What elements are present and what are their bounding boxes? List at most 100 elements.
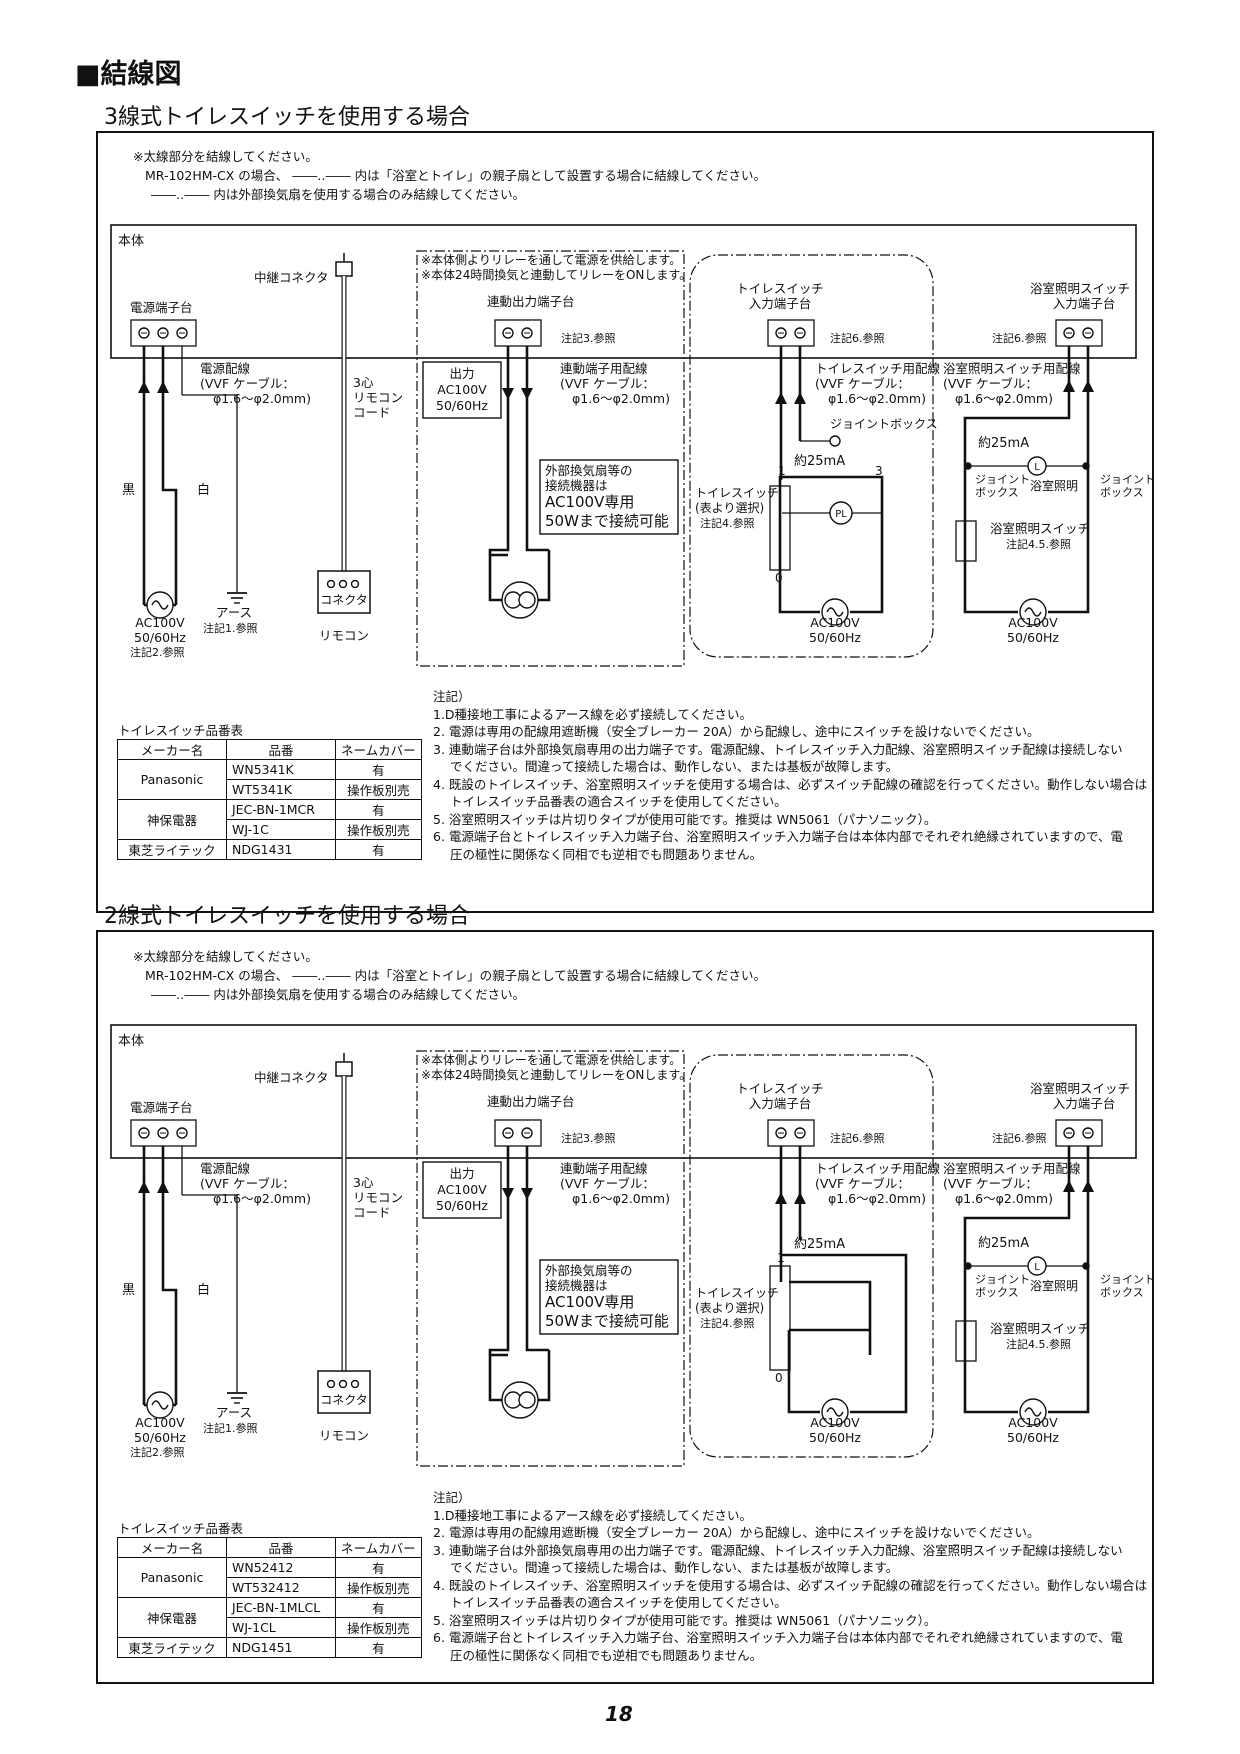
toilet-terminal-block — [767, 1119, 815, 1147]
cover-cell: 有 — [335, 1637, 422, 1658]
toilet-wire — [781, 1253, 908, 1414]
bath-wiring-label: φ1.6～φ2.0mm) — [955, 391, 1053, 406]
power-wiring-label: (VVF ケーブル： — [200, 376, 295, 391]
toilet-terminal-label: トイレスイッチ — [736, 281, 824, 296]
joint-label: ボックス — [1100, 1286, 1144, 1299]
cover-cell: 有 — [335, 839, 422, 860]
bath-switch-note: 注記4.5.参照 — [1006, 537, 1071, 551]
wire-arrow-icon — [157, 381, 169, 393]
toilet-switch-label: (表より選択) — [695, 501, 764, 515]
ext-fan-label: 接続機器は — [545, 1278, 608, 1293]
ac-label: 50/60Hz — [1007, 630, 1059, 645]
bath-switch-icon — [955, 520, 977, 562]
sine-wave-icon — [1024, 607, 1042, 617]
part-cell: JEC-BN-1MCR — [226, 799, 336, 820]
table-row: Panasonic WN52412 有 — [117, 1557, 422, 1598]
table-row: Panasonic WN5341K 有 — [117, 759, 422, 800]
part-cell: WN5341K — [226, 759, 336, 780]
bath-light-lamp-icon — [1027, 1256, 1047, 1276]
ac-note-label: 注記2.参照 — [130, 645, 185, 659]
joint-node-icon — [964, 1262, 972, 1270]
sine-wave-icon — [1024, 1407, 1042, 1417]
table-row: 神保電器 JEC-BN-1MLCL 有 — [117, 1597, 422, 1638]
wiring-note: ※太線部分を結線してください。 — [133, 949, 318, 964]
note-line: 6. 電源端子台とトイレスイッチ入力端子台、浴室照明スイッチ入力端子台は本体内部… — [433, 1630, 1124, 1645]
current-label: 約25mA — [978, 1236, 1029, 1251]
notes-title: 注記） — [433, 1490, 471, 1505]
fan-wire — [525, 346, 549, 552]
wiring-note: MR-102HM-CX の場合、 ――‥―― 内は「浴室とトイレ」の親子扇として… — [145, 168, 766, 183]
bath-switch-icon — [955, 1320, 977, 1362]
remote-connector-box — [317, 1370, 371, 1414]
toilet-switch-label: (表より選択) — [695, 1301, 764, 1315]
ac-label: 50/60Hz — [809, 1430, 861, 1445]
joint-label: ジョイント — [1100, 1273, 1155, 1286]
external-fan-region — [416, 1050, 685, 1467]
joint-node-icon — [1082, 462, 1090, 470]
maker-cell: 神保電器 — [117, 1597, 227, 1638]
bath-wire — [1048, 346, 1090, 614]
wiring-note: ――‥―― 内は外部換気扇を使用する場合のみ結線してください。 — [151, 987, 526, 1002]
wire-arrow-icon — [502, 388, 514, 400]
connector-pin-icon — [338, 579, 348, 589]
table-header: メーカー名 — [117, 1537, 227, 1558]
terminal-number: 0 — [775, 571, 783, 585]
notes-title: 注記） — [433, 689, 471, 704]
ac-label: 50/60Hz — [809, 630, 861, 645]
part-cell: WT532412 — [226, 1577, 336, 1598]
joint-label: ジョイント — [975, 473, 1030, 486]
remote-cord-label: リモコン — [353, 1190, 403, 1205]
power-wiring-label: 電源配線 — [200, 361, 251, 376]
sine-wave-icon — [826, 1407, 844, 1417]
interlock-wiring-label: φ1.6～φ2.0mm) — [572, 391, 670, 406]
ref-note: 注記6.参照 — [992, 331, 1047, 345]
remote-cord-label: コード — [353, 405, 391, 420]
fan-blade-icon — [518, 1391, 536, 1409]
sine-wave-icon — [826, 607, 844, 617]
current-label: 約25mA — [978, 436, 1029, 451]
table-header: 品番 — [226, 739, 336, 760]
table-caption: トイレスイッチ品番表 — [118, 1521, 244, 1536]
fan-blade-icon — [518, 591, 536, 609]
ac-label: AC100V — [810, 615, 860, 630]
output-label: 出力 — [449, 366, 474, 381]
relay-connector-label: 中継コネクタ — [254, 1070, 329, 1085]
earth-label: アース — [216, 1405, 252, 1420]
table-header: メーカー名 — [117, 739, 227, 760]
terminal-number: 1 — [778, 464, 786, 478]
maker-cell: Panasonic — [117, 759, 227, 800]
relay-note: ※本体24時間換気と連動してリレーをONします。 — [421, 1067, 691, 1082]
interlock-terminal-block — [494, 1119, 542, 1147]
ref-note: 注記6.参照 — [992, 1131, 1047, 1145]
toilet-switch-icon — [769, 1265, 791, 1371]
note-line: 2. 電源は専用の配線用遮断機（安全ブレーカー 20A）から配線し、途中にスイッ… — [433, 1525, 1040, 1540]
connector-pin-icon — [326, 579, 336, 589]
ac-label: 50/60Hz — [134, 630, 186, 645]
ref-note: 注記3.参照 — [561, 331, 616, 345]
wire-arrow-icon — [157, 1181, 169, 1193]
remote-cord-label: コード — [353, 1205, 391, 1220]
terminal-number: 1 — [777, 1251, 785, 1265]
note-line: 3. 連動端子台は外部換気扇専用の出力端子です。電源配線、トイレスイッチ入力配線… — [433, 741, 1123, 757]
interlock-wiring-label: 連動端子用配線 — [560, 1161, 648, 1176]
joint-node-icon — [1082, 1262, 1090, 1270]
toilet-switch-note: 注記4.参照 — [700, 1316, 755, 1330]
connector-label: コネクタ — [320, 593, 368, 607]
toilet-switch-label: トイレスイッチ — [695, 486, 779, 500]
fan-wire — [488, 346, 510, 555]
remote-cord-label: リモコン — [353, 390, 403, 405]
ext-fan-note-box — [539, 1259, 679, 1335]
joint-box-label: ジョイントボックス — [830, 417, 938, 431]
toilet-terminal-label: 入力端子台 — [749, 296, 812, 311]
maker-cell: 神保電器 — [117, 799, 227, 840]
part-cell: WN52412 — [226, 1557, 336, 1578]
wiring-note: MR-102HM-CX の場合、 ――‥―― 内は「浴室とトイレ」の親子扇として… — [145, 968, 766, 983]
current-label: 約25mA — [794, 1237, 845, 1252]
toilet-wire — [789, 1280, 872, 1355]
ext-fan-label: 外部換気扇等の — [545, 1263, 633, 1278]
bath-wiring-label: (VVF ケーブル： — [943, 1176, 1038, 1191]
pl-label: PL — [835, 509, 847, 520]
bath-terminal-label: 浴室照明スイッチ — [1030, 1081, 1130, 1096]
sine-wave-icon — [151, 1400, 169, 1410]
maker-cell: Panasonic — [117, 1557, 227, 1598]
